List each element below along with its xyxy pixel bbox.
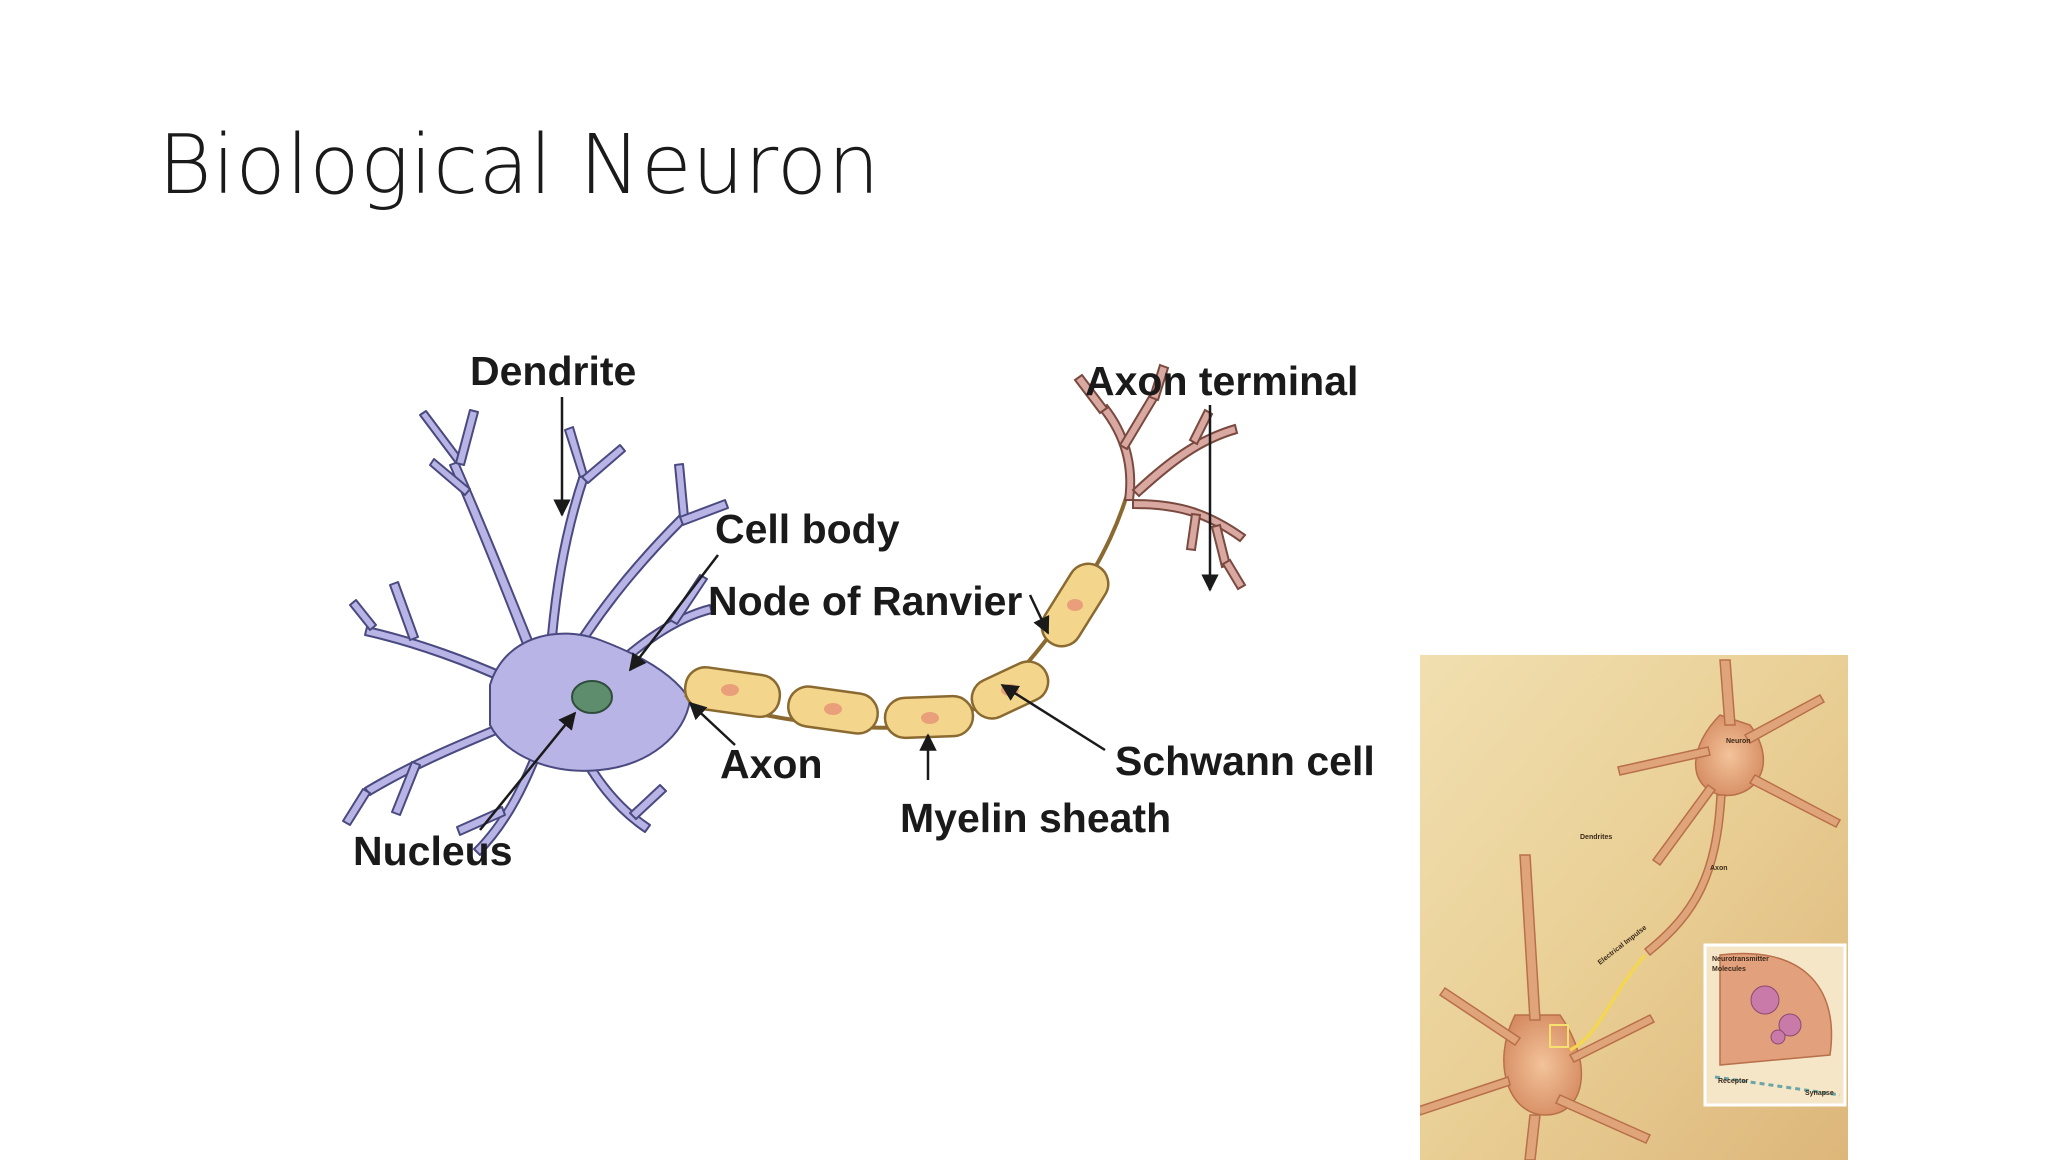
illus-label-dendrites: Dendrites [1580, 834, 1612, 841]
illus-label-neuron: Neuron [1726, 738, 1751, 745]
leader-lines [479, 397, 1219, 831]
label-schwann-cell: Schwann cell [1115, 738, 1375, 784]
synapse-illustration: Neuron Dendrites Axon Electrical Impulse… [1420, 655, 1848, 1160]
illus-label-synapse: Synapse [1805, 1090, 1834, 1097]
label-axon-terminal: Axon terminal [1085, 358, 1358, 404]
myelin-sheath [683, 562, 1110, 740]
illus-label-molecules: Molecules [1712, 966, 1746, 973]
illus-label-neurotransmitter: Neurotransmitter [1712, 956, 1769, 963]
illus-label-receptor: Receptor [1718, 1078, 1749, 1085]
nucleus [571, 680, 613, 714]
slide-title: Biological Neuron [158, 118, 881, 213]
dendrites [342, 409, 729, 856]
label-dendrite: Dendrite [470, 348, 636, 394]
synapse-inset [1703, 943, 1847, 1107]
label-myelin-sheath: Myelin sheath [900, 795, 1171, 841]
lower-neuron [1420, 854, 1656, 1160]
label-nucleus: Nucleus [353, 828, 513, 874]
label-cell-body: Cell body [715, 506, 900, 552]
neuron-diagram: Dendrite Axon terminal Cell body Node of… [342, 348, 1375, 874]
label-axon: Axon [720, 741, 823, 787]
label-node-of-ranvier: Node of Ranvier [708, 578, 1022, 624]
upper-neuron [1617, 659, 1842, 957]
illus-label-axon: Axon [1710, 865, 1728, 872]
